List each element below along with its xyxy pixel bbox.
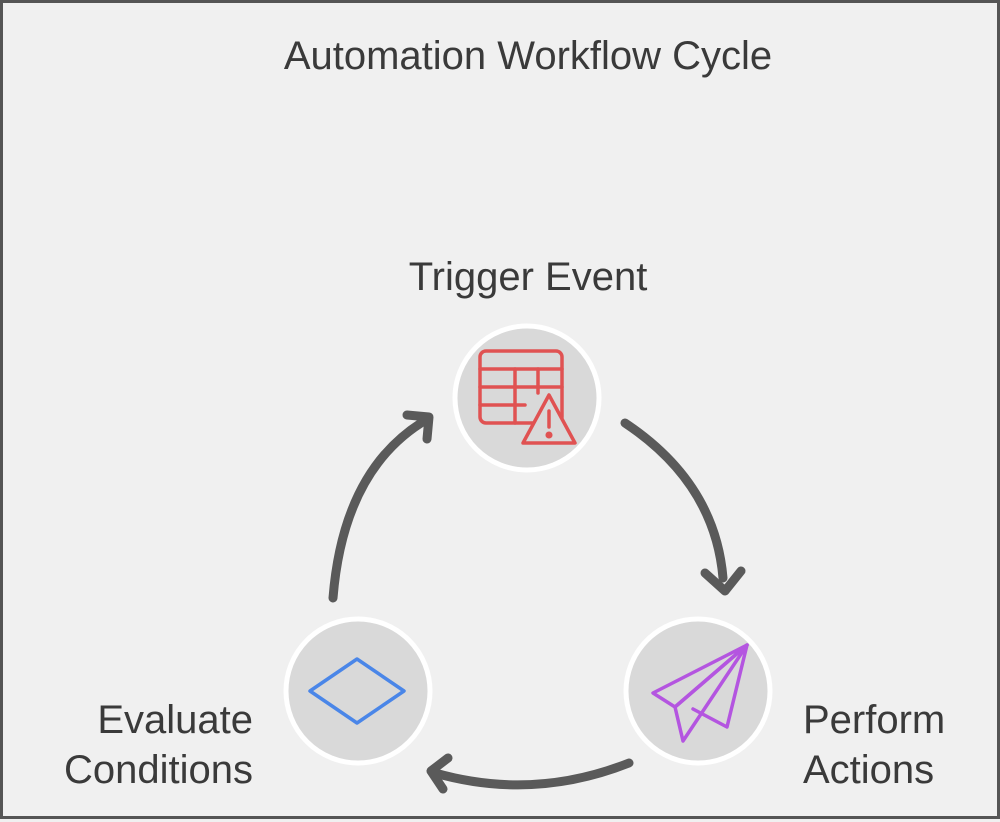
- node-trigger-event: [452, 323, 602, 473]
- workflow-cycle-diagram: Automation Workflow Cycle: [64, 34, 945, 794]
- label-evaluate-line2: Conditions: [64, 748, 253, 792]
- node-evaluate-conditions: [283, 616, 433, 766]
- arrowhead-trigger: [402, 410, 434, 444]
- arrowhead-perform: [700, 566, 746, 596]
- label-evaluate-line1: Evaluate: [97, 698, 253, 742]
- diamond-icon: [308, 657, 406, 725]
- label-trigger-event: Trigger Event: [409, 255, 648, 299]
- arrowhead-evaluate: [426, 753, 453, 794]
- arrow-perform-to-evaluate: [430, 758, 634, 790]
- paper-plane-icon: [651, 643, 749, 743]
- diagram-title: Automation Workflow Cycle: [284, 34, 772, 78]
- table-warning-icon: [478, 349, 577, 445]
- node-perform-actions: [623, 616, 773, 766]
- label-perform-line2: Actions: [803, 748, 934, 792]
- arrow-trigger-to-perform: [620, 418, 728, 583]
- arrow-evaluate-to-trigger: [328, 418, 426, 603]
- label-perform-line1: Perform: [803, 698, 945, 742]
